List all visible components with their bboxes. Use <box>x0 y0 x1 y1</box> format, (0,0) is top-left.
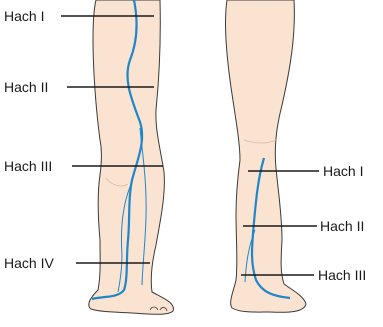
left-label-hach-iii: Hach III <box>4 158 52 174</box>
left-leg-outline <box>89 0 174 314</box>
right-label-hach-i: Hach I <box>323 163 363 179</box>
left-label-hach-ii: Hach II <box>4 79 48 95</box>
right-label-hach-iii: Hach III <box>318 267 366 283</box>
left-label-hach-iv: Hach IV <box>4 255 54 271</box>
left-label-hach-i: Hach I <box>4 8 44 24</box>
right-leg-outline <box>226 0 306 312</box>
left-leg <box>61 0 173 314</box>
right-leg <box>226 0 319 312</box>
right-label-hach-ii: Hach II <box>320 218 364 234</box>
